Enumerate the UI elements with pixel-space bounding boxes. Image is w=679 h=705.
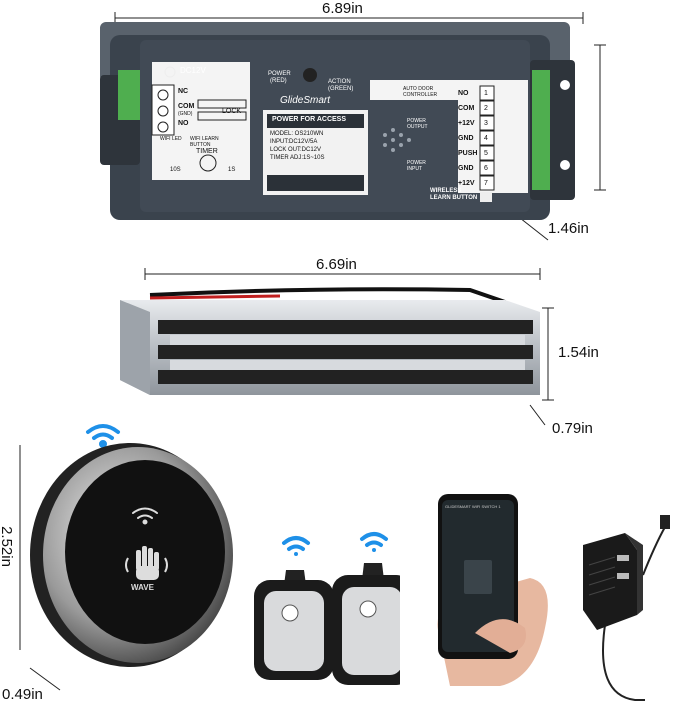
- controller-illustration: [100, 12, 606, 241]
- lock-depth-label: 0.79in: [552, 420, 593, 437]
- wifi-icon: [360, 532, 388, 547]
- terminal-label: COM: [458, 105, 475, 112]
- auto-door-label: AUTO DOOR CONTROLLER: [403, 86, 438, 98]
- right-terminal-numbers: 1 2 3 4 5 6 7: [484, 86, 488, 191]
- wifi-icon: [282, 536, 310, 551]
- timer-min: 10S: [170, 167, 181, 173]
- terminal-label: PUSH: [458, 150, 478, 157]
- smartphone-illustration: [437, 494, 548, 686]
- lock-label: LOCK: [222, 108, 242, 115]
- phone-app-header: GLIDESMART WIFI SWITCH 1: [445, 504, 501, 509]
- magnetic-lock-illustration: [120, 268, 554, 426]
- timer-max: 1S: [228, 167, 236, 173]
- dc-label: DC12V: [180, 66, 206, 75]
- spec-line: MODEL: OS210WN: [270, 131, 324, 137]
- action-led-label: ACTION: [328, 79, 351, 85]
- terminal-number: 2: [484, 105, 488, 112]
- terminal-number: 5: [484, 150, 488, 157]
- controller-depth-label: 1.46in: [548, 220, 589, 237]
- terminal-label: +12V: [458, 120, 475, 127]
- action-led-color: (GREEN): [328, 86, 354, 92]
- wifi-icon: [86, 424, 120, 448]
- panel-title: POWER FOR ACCESS: [272, 116, 347, 123]
- left-terminal-nc: NC: [178, 88, 189, 95]
- power-led-color: (RED): [270, 78, 287, 84]
- button-depth-label: 0.49in: [2, 686, 43, 703]
- power-adapter-illustration: [583, 515, 670, 701]
- spec-line: TIMER ADJ:1S~10S: [270, 155, 325, 161]
- left-terminal-com: COM: [178, 103, 195, 110]
- exit-button-illustration: [19, 424, 233, 691]
- power-output-label: POWER OUTPUT: [407, 118, 428, 130]
- wireless-learn-label: WIRELESS LEARN BUTTON: [430, 188, 478, 201]
- remote-fobs-illustration: [254, 532, 400, 685]
- terminal-number: 6: [484, 165, 488, 172]
- spec-lines: MODEL: OS210WN INPUT:DC12V/5A LOCK OUT:D…: [270, 130, 325, 162]
- terminal-label: +12V: [458, 180, 475, 187]
- terminal-label: GND: [458, 165, 474, 172]
- terminal-number: 4: [484, 135, 488, 142]
- wifi-icon: [132, 507, 158, 525]
- hand-icon: [136, 546, 159, 580]
- lock-height-label: 1.54in: [558, 344, 599, 361]
- terminal-label: NO: [458, 90, 469, 97]
- left-terminal-no: NO: [178, 120, 189, 127]
- right-terminal-labels: NO COM +12V GND PUSH GND +12V: [458, 86, 477, 191]
- terminal-label: GND: [458, 135, 474, 142]
- power-led-label: POWER: [268, 71, 291, 77]
- brand-logo: GlideSmart: [280, 95, 331, 106]
- terminal-number: 1: [484, 90, 488, 97]
- button-height-label: 2.52in: [0, 526, 15, 567]
- terminal-number: 3: [484, 120, 488, 127]
- lock-width-label: 6.69in: [316, 256, 357, 273]
- power-input-label: POWER INPUT: [407, 160, 426, 172]
- wave-label: WAVE: [131, 583, 154, 592]
- controller-width-label: 6.89in: [322, 0, 363, 17]
- spec-line: LOCK OUT:DC12V: [270, 147, 322, 153]
- terminal-number: 7: [484, 180, 488, 187]
- wifi-learn-label: WIFI LEARN BUTTON: [190, 136, 219, 148]
- spec-line: INPUT:DC12V/5A: [270, 139, 318, 145]
- timer-label: TIMER: [196, 148, 218, 155]
- left-terminal-com-sub: (GND): [178, 111, 193, 117]
- wifi-led-label: WIFI LED: [160, 136, 182, 142]
